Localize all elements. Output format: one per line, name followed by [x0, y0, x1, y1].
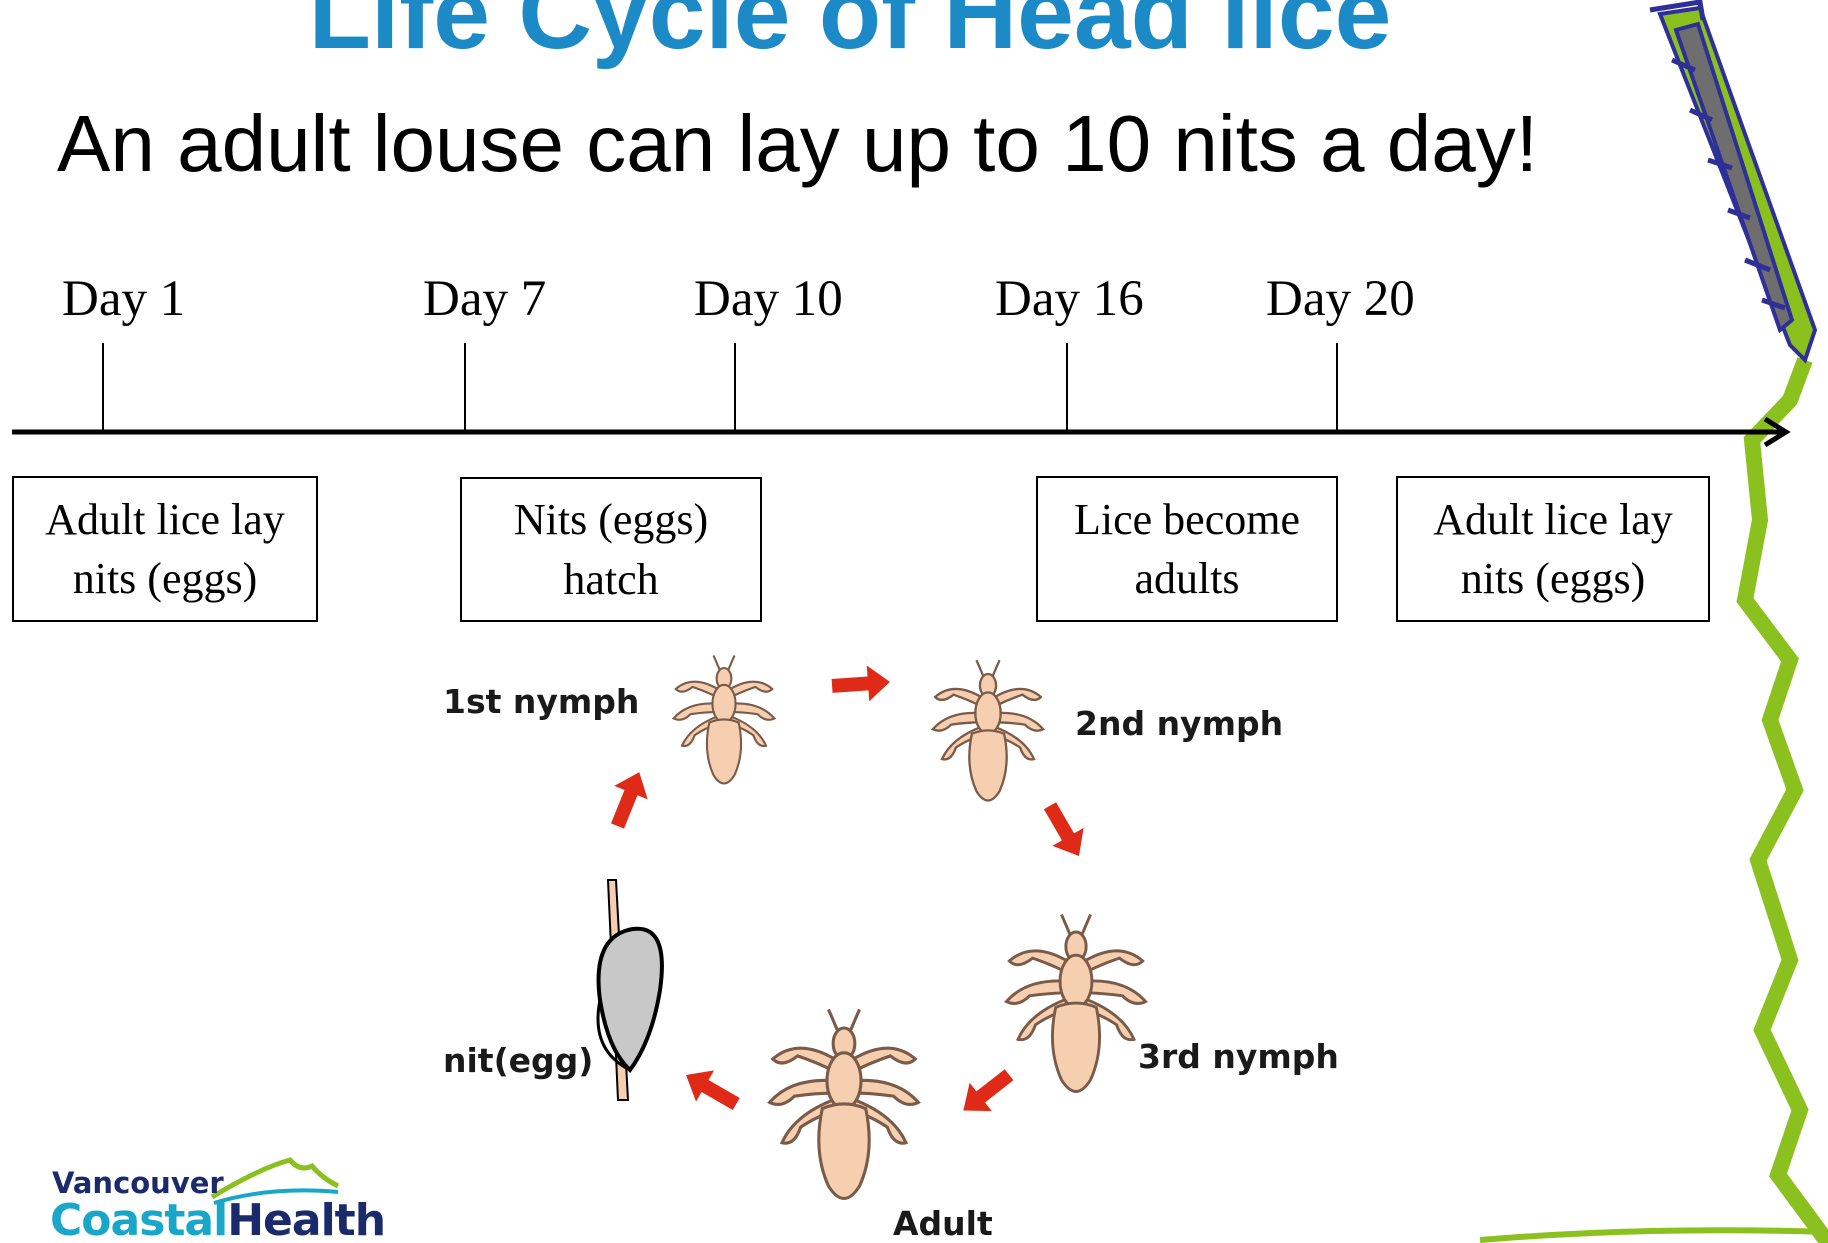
cycle-arrow-icon-2: [1034, 797, 1094, 865]
lifecycle-diagram: [598, 655, 1146, 1198]
day-label: Day 10: [694, 274, 843, 325]
cycle-arrow-icon-3: [952, 1061, 1020, 1125]
event-line: Lice become: [1074, 490, 1300, 549]
logo-coastal: Coastal: [50, 1195, 227, 1243]
event-line: Adult lice lay: [45, 490, 285, 549]
louse-icon-3rd-nymph: [1006, 915, 1145, 1092]
day-label: Day 1: [62, 274, 185, 325]
cycle-label-adult: Adult: [893, 1204, 993, 1243]
event-line: Nits (eggs): [514, 490, 708, 549]
timeline-axis: [12, 419, 1786, 445]
cycle-arrow-icon-4: [677, 1059, 745, 1119]
cycle-label-nit: nit(egg): [443, 1041, 593, 1080]
louse-icon-adult: [770, 1009, 919, 1198]
event-line: hatch: [514, 550, 708, 609]
logo-text-coastal-health: CoastalHealth: [50, 1195, 385, 1243]
louse-icon-1st-nymph: [674, 655, 775, 783]
event-line: nits (eggs): [1433, 549, 1673, 608]
cycle-label-1st-nymph: 1st nymph: [443, 682, 639, 721]
event-line: adults: [1074, 549, 1300, 608]
timeline-ticks: [103, 343, 1337, 432]
cycle-arrow-icon-5: [601, 765, 656, 832]
cycle-arrow-icon-1: [831, 664, 891, 704]
nit-icon: [598, 880, 662, 1100]
day-label: Day 16: [995, 274, 1144, 325]
cycle-label-3rd-nymph: 3rd nymph: [1138, 1037, 1339, 1076]
event-box: Nits (eggs)hatch: [460, 477, 762, 622]
cycle-label-2nd-nymph: 2nd nymph: [1075, 704, 1283, 743]
day-label: Day 7: [423, 274, 546, 325]
page-title: Life Cycle of Head lice: [0, 0, 1700, 64]
day-label: Day 20: [1266, 274, 1415, 325]
logo-health: Health: [227, 1195, 385, 1243]
event-line: Adult lice lay: [1433, 490, 1673, 549]
subtitle: An adult louse can lay up to 10 nits a d…: [57, 100, 1538, 188]
event-line: nits (eggs): [45, 549, 285, 608]
louse-icon-2nd-nymph: [933, 660, 1043, 800]
